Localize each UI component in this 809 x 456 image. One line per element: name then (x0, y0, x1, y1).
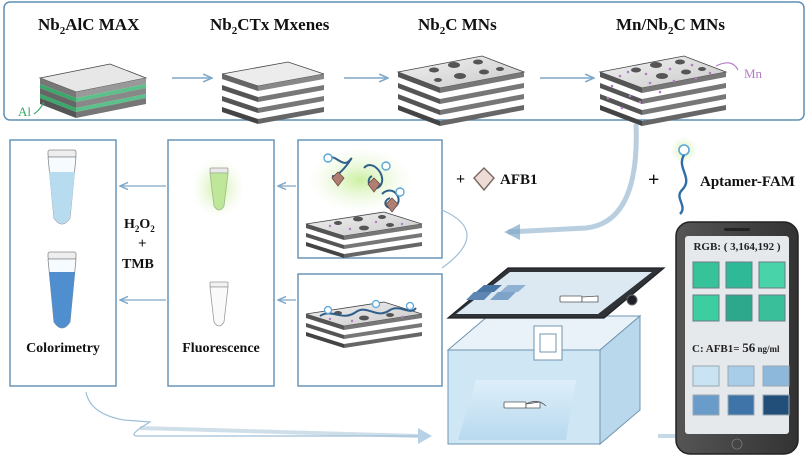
stage-4-title: Mn/Nb2C MNs (616, 15, 725, 37)
arrow-to-device (85, 391, 420, 437)
afb1-label: AFB1 (500, 172, 538, 188)
aptamer-icon (670, 136, 698, 215)
nanosheet-stack (396, 55, 526, 126)
negative-sheet-stack (305, 299, 423, 348)
sample-tube-in-box-icon (503, 401, 547, 409)
mn-nanosheet-stack (598, 55, 739, 126)
stage-2-title: Nb2CTx Mxenes (210, 15, 330, 37)
color-swatch (725, 294, 753, 322)
color-swatch (725, 261, 753, 289)
fluorescent-tube-icon (192, 158, 244, 218)
aptamer-plus: + (648, 169, 659, 191)
fluorescence-label: Fluorescence (182, 341, 260, 356)
al-label: Al (18, 104, 31, 119)
mn-label: Mn (744, 66, 763, 81)
arrow-to-device-shaft (139, 426, 419, 438)
color-swatch (758, 294, 786, 322)
afb1-plus: + (456, 171, 465, 188)
afb1-diamond-icon (473, 167, 495, 192)
color-swatch (758, 261, 786, 289)
dark-blue-tube-icon (47, 251, 77, 329)
tmb-label: TMB (122, 257, 154, 272)
phone-result: C: AFB1= 56 ng/ml (692, 340, 780, 355)
phone-result-unit: ng/ml (755, 344, 780, 354)
phone-result-value: 56 (742, 340, 756, 355)
swatch-grid-bottom (692, 365, 790, 416)
color-swatch (762, 365, 790, 387)
color-swatch (692, 261, 720, 289)
color-swatch (692, 365, 720, 387)
branch-curve (441, 209, 468, 269)
color-swatch (762, 394, 790, 416)
mxene-stack (221, 61, 325, 124)
rgb-label-bg (688, 238, 786, 254)
color-swatch (727, 394, 755, 416)
detection-box (446, 314, 642, 446)
color-swatch (692, 294, 720, 322)
smartphone (675, 221, 799, 455)
synthesis-box (3, 1, 805, 121)
color-swatch (727, 365, 755, 387)
arrow-to-assay (507, 123, 639, 235)
light-blue-tube-icon (47, 149, 77, 225)
phone-rgb-readout: RGB: ( 3,164,192 ) (693, 241, 780, 253)
swatch-grid-top (692, 261, 786, 322)
colorimetry-label: Colorimetry (26, 341, 100, 356)
positive-sheet-stack (305, 211, 423, 258)
tablet-on-box (446, 267, 666, 319)
color-swatch (692, 394, 720, 416)
aptamer-afb1-complexes (308, 148, 412, 213)
stage-3-title: Nb2C MNs (418, 15, 497, 37)
h2o2-label: H2O2 (124, 217, 155, 234)
phone-result-prefix: C: AFB1= (692, 343, 742, 355)
stage-1-title: Nb2AlC MAX (38, 15, 140, 37)
h2o2-plus: + (138, 236, 147, 252)
dark-tube-icon (209, 281, 229, 327)
max-phase-stack (33, 63, 148, 118)
aptamer-label: Aptamer-FAM (700, 174, 795, 190)
